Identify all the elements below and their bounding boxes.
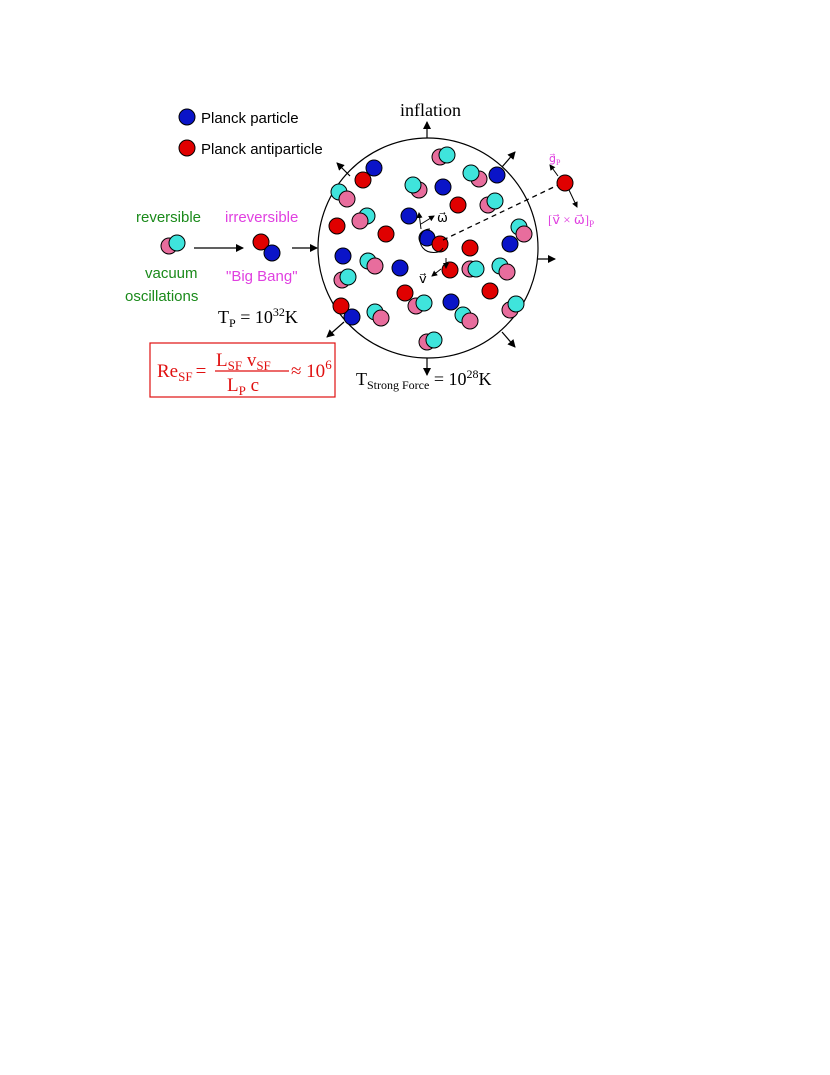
rotation-loop-icon xyxy=(419,228,444,253)
vacuum-pair-icon xyxy=(407,294,433,315)
planck-antiparticle-icon xyxy=(377,225,395,243)
legend-antiparticle-label: Planck antiparticle xyxy=(201,141,323,158)
planck-particle-icon xyxy=(501,235,519,253)
planck-antiparticle-icon xyxy=(441,261,459,279)
planck-particle-icon xyxy=(391,259,409,277)
g-arrow-icon xyxy=(549,164,559,177)
planck-particle-icon xyxy=(442,293,460,311)
strong-force-temperature: TStrong Force = 1028K xyxy=(356,367,491,392)
vacuum-pair-icon xyxy=(462,164,488,188)
legend-particle-label: Planck particle xyxy=(201,110,299,127)
vacuum-pair-icon xyxy=(461,260,485,278)
cross-product-label: [v⃗ × ω⃗]P xyxy=(548,212,594,229)
planck-particle-icon xyxy=(334,247,352,265)
vortex-vectors: ω⃗ v⃗ xyxy=(416,210,449,286)
vacuum-pair-icon xyxy=(491,257,516,281)
particles xyxy=(328,146,533,351)
vacuum-pair-icon xyxy=(418,331,443,351)
vacuum-pair-icon xyxy=(454,306,479,330)
big-bang-section: irreversible "Big Bang" xyxy=(225,209,318,285)
arrow-upleft-icon xyxy=(336,162,351,177)
vacuum-pair-icon xyxy=(330,183,356,208)
planck-antiparticle-icon xyxy=(556,174,574,192)
formula-lhs: ReSF= xyxy=(157,361,206,384)
vacuum-pair-icon xyxy=(366,303,390,327)
arrow-downright-icon xyxy=(501,331,516,348)
vacuum-label-line1: vacuum xyxy=(145,265,198,282)
v-diagonal-arrow-icon xyxy=(431,268,442,277)
legend: Planck particle Planck antiparticle xyxy=(178,108,323,158)
vacuum-pair-icon xyxy=(359,252,384,275)
reynolds-formula-box: ReSF= LSF vSF LP c ≈ 106 xyxy=(149,342,336,398)
planck-antiparticle-icon xyxy=(481,282,499,300)
cross-arrow-icon xyxy=(568,189,578,208)
red-circle-icon xyxy=(252,233,270,251)
planck-antiparticle-icon xyxy=(332,297,350,315)
planck-temperature: TP = 1032K xyxy=(218,305,298,330)
reversible-label: reversible xyxy=(136,209,201,226)
planck-antiparticle-icon xyxy=(178,139,196,157)
arrow-downleft-icon xyxy=(326,321,345,338)
formula-numerator: LSF vSF xyxy=(216,350,271,373)
blue-circle-icon xyxy=(263,244,281,262)
planck-particle-icon xyxy=(434,178,452,196)
irreversible-label: irreversible xyxy=(225,209,298,226)
formula-denominator: LP c xyxy=(227,375,259,398)
planck-particle-icon xyxy=(178,108,196,126)
vacuum-section: reversible vacuum oscillations xyxy=(125,209,244,305)
big-bang-label: "Big Bang" xyxy=(226,268,298,285)
omega-label: ω⃗ xyxy=(437,210,448,225)
planck-antiparticle-icon xyxy=(449,196,467,214)
inflation-arrows: inflation xyxy=(326,100,556,376)
vacuum-label-line2: oscillations xyxy=(125,288,198,305)
arrow-upright-icon xyxy=(501,151,516,168)
vacuum-pair-icon xyxy=(431,146,456,166)
planck-antiparticle-icon xyxy=(461,239,479,257)
g-label: g⃗P xyxy=(549,153,561,167)
planck-particle-icon xyxy=(365,159,383,177)
external-antiparticle: g⃗P [v⃗ × ω⃗]P xyxy=(442,153,594,241)
planck-particle-icon xyxy=(343,308,361,326)
vacuum-pair-icon xyxy=(333,268,357,289)
vacuum-pair-icon xyxy=(510,218,533,243)
vacuum-pair-icon xyxy=(404,176,428,199)
vacuum-pair-icon xyxy=(351,207,376,230)
formula-rhs: ≈ 106 xyxy=(291,357,332,382)
omega-arrow-icon xyxy=(420,215,435,225)
planck-particle-icon xyxy=(400,207,418,225)
v-label: v⃗ xyxy=(419,271,427,286)
planck-particle-icon xyxy=(488,166,506,184)
planck-antiparticle-icon xyxy=(396,284,414,302)
dashed-connector xyxy=(442,184,559,241)
vacuum-pair-icon xyxy=(160,234,186,255)
vacuum-pair-icon xyxy=(501,295,525,319)
planck-antiparticle-icon xyxy=(328,217,346,235)
planck-antiparticle-icon xyxy=(354,171,372,189)
universe-circle xyxy=(317,137,539,359)
inflation-label: inflation xyxy=(400,100,461,120)
omega-vertical-arrow-icon xyxy=(416,212,423,230)
vacuum-pair-icon xyxy=(479,192,504,214)
